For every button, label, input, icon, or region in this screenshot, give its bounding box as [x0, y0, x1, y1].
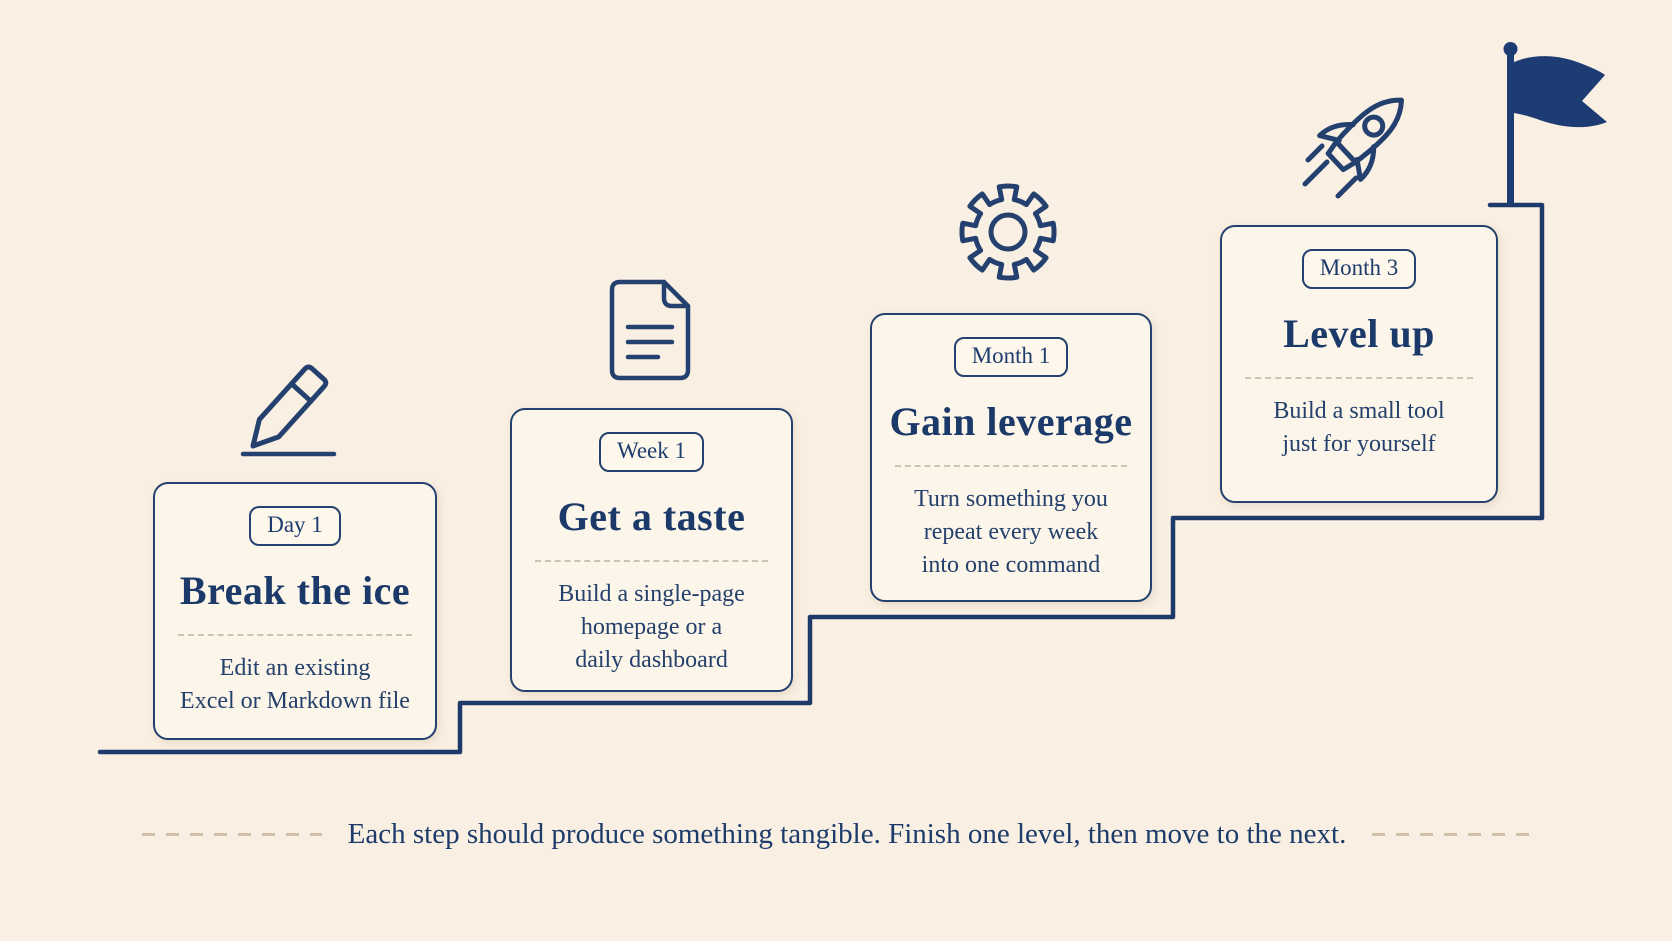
step-title: Gain leverage: [889, 398, 1133, 444]
card-divider: [895, 464, 1127, 467]
caption-dash-right: [1372, 833, 1531, 836]
desc-line: Excel or Markdown file: [180, 687, 410, 714]
footer-caption: Each step should produce something tangi…: [0, 818, 1672, 851]
caption-dash-left: [141, 833, 322, 836]
step-card-day1: Day 1 Break the ice Edit an existing Exc…: [153, 482, 437, 740]
step-title: Break the ice: [179, 567, 411, 613]
desc-line: just for yourself: [1282, 430, 1436, 457]
desc-line: Edit an existing: [219, 654, 371, 681]
desc-line: daily dashboard: [575, 646, 728, 673]
step-card-week1: Week 1 Get a taste Build a single-page h…: [510, 408, 793, 692]
step-title: Get a taste: [557, 493, 746, 539]
document-icon: [609, 279, 691, 381]
caption-text: Each step should produce something tangi…: [347, 818, 1347, 850]
desc-line: Turn something you: [914, 485, 1108, 512]
flag-icon: [1503, 42, 1607, 205]
card-divider: [1245, 376, 1473, 379]
step-badge: Month 1: [953, 337, 1069, 377]
pencil-icon: [240, 364, 337, 457]
gear-icon: [959, 183, 1057, 281]
desc-line: Build a small tool: [1273, 397, 1445, 424]
desc-line: repeat every week: [923, 518, 1099, 545]
card-divider: [178, 633, 412, 636]
desc-line: Build a single-page: [558, 580, 745, 607]
step-description: Build a single-page homepage or a daily …: [512, 578, 791, 677]
card-divider: [535, 559, 768, 562]
flag-cloth: [1514, 56, 1607, 128]
staircase-path: [97, 202, 1545, 755]
step-badge: Month 3: [1301, 249, 1417, 289]
flag-pole: [1507, 50, 1514, 205]
step-title: Level up: [1283, 310, 1435, 356]
step-card-month3: Month 3 Level up Build a small tool just…: [1220, 225, 1498, 503]
flag-pole-ball: [1503, 42, 1518, 56]
desc-line: into one command: [921, 551, 1101, 578]
step-description: Turn something you repeat every week int…: [872, 483, 1150, 582]
step-badge: Day 1: [249, 506, 341, 546]
step-description: Build a small tool just for yourself: [1222, 395, 1496, 461]
rocket-icon: [1302, 97, 1404, 199]
step-badge: Week 1: [598, 432, 705, 472]
step-card-month1: Month 1 Gain leverage Turn something you…: [870, 313, 1152, 602]
desc-line: homepage or a: [580, 613, 723, 640]
step-description: Edit an existing Excel or Markdown file: [155, 652, 435, 718]
